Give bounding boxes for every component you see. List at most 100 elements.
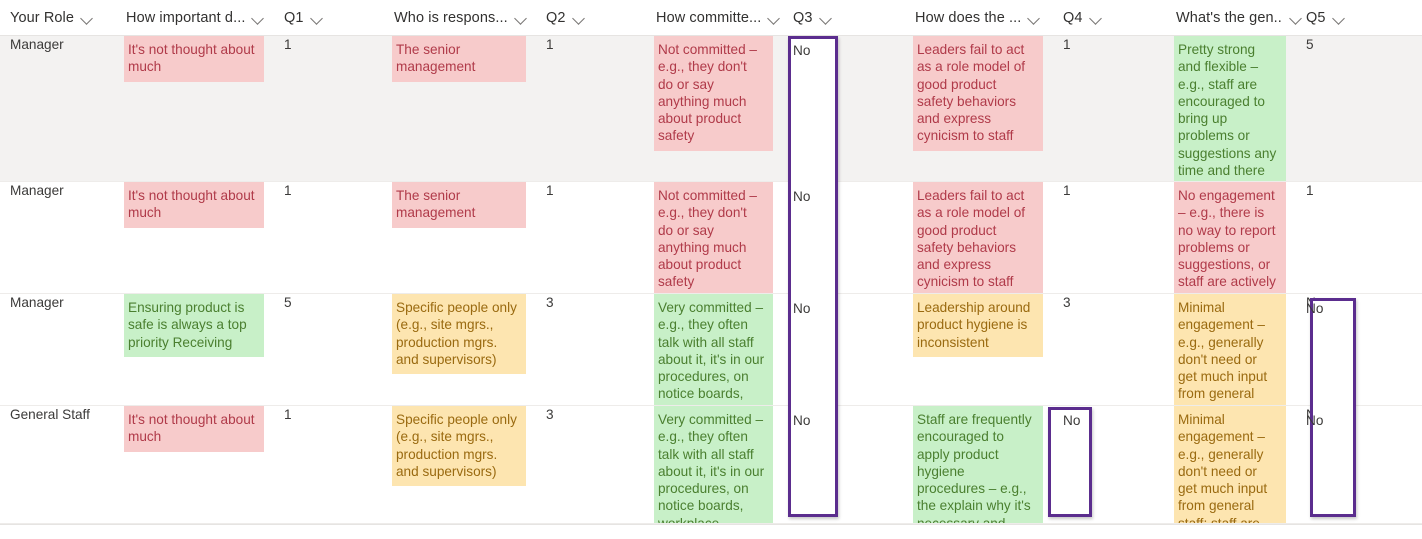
column-header-qE[interactable]: What's the gen...	[1172, 0, 1302, 35]
column-header-Q4[interactable]: Q4	[1059, 0, 1172, 35]
chevron-down-icon[interactable]	[820, 12, 832, 24]
table-row[interactable]: Manager Ensuring product is safe is alway…	[0, 294, 1422, 406]
cell-value: Manager	[10, 183, 64, 198]
cell-value: Leaders fail to act as a role model of g…	[913, 36, 1043, 151]
cell-qD[interactable]: Staff are frequently encouraged to apply…	[911, 406, 1059, 523]
cell-role[interactable]: Manager	[0, 294, 122, 405]
cell-qD[interactable]: Leaders fail to act as a role model of g…	[911, 36, 1059, 181]
column-header-Q1[interactable]: Q1	[280, 0, 390, 35]
cell-Q1[interactable]: 1	[280, 182, 390, 293]
cell-Q4[interactable]: 1	[1059, 36, 1172, 181]
cell-Q2[interactable]: 1	[542, 182, 652, 293]
cell-value: No	[793, 407, 811, 422]
cell-value: General Staff	[10, 407, 90, 422]
cell-value: Minimal engagement – e.g., generally don…	[1174, 406, 1286, 523]
cell-value: No	[793, 183, 811, 198]
cell-value: Not committed – e.g., they don't do or s…	[654, 182, 773, 293]
cell-value: No	[793, 295, 811, 310]
cell-value: No	[1306, 407, 1324, 422]
cell-Q1[interactable]: 1	[280, 406, 390, 523]
cell-value: Very committed – e.g., they often talk w…	[654, 294, 773, 405]
cell-value: 5	[284, 295, 292, 310]
cell-value: 5	[1306, 37, 1314, 52]
column-header-role[interactable]: Your Role	[0, 0, 122, 35]
cell-value: 1	[284, 183, 292, 198]
cell-value: 3	[546, 407, 554, 422]
cell-Q3[interactable]: No	[789, 406, 911, 523]
cell-value: No	[793, 37, 811, 52]
cell-qC[interactable]: Not committed – e.g., they don't do or s…	[652, 36, 789, 181]
column-header-Q3[interactable]: Q3	[789, 0, 911, 35]
column-header-Q2[interactable]: Q2	[542, 0, 652, 35]
cell-role[interactable]: Manager	[0, 36, 122, 181]
column-header-Q5[interactable]: Q5	[1302, 0, 1422, 35]
cell-qE[interactable]: Minimal engagement – e.g., generally don…	[1172, 294, 1302, 405]
column-header-label: How does the ...	[915, 9, 1022, 26]
cell-value: It's not thought about much	[124, 36, 264, 82]
cell-qC[interactable]: Very committed – e.g., they often talk w…	[652, 406, 789, 523]
chevron-down-icon[interactable]	[81, 12, 93, 24]
cell-Q4[interactable]: 3	[1059, 294, 1172, 405]
cell-Q1[interactable]: 5	[280, 294, 390, 405]
cell-value: 3	[1063, 295, 1071, 310]
cell-qE[interactable]: No engagement – e.g., there is no way to…	[1172, 182, 1302, 293]
cell-qB[interactable]: Specific people only (e.g., site mgrs., …	[390, 294, 542, 405]
column-header-qB[interactable]: Who is respons...	[390, 0, 542, 35]
cell-qE[interactable]: Pretty strong and flexible – e.g., staff…	[1172, 36, 1302, 181]
cell-qC[interactable]: Not committed – e.g., they don't do or s…	[652, 182, 789, 293]
cell-value: 1	[1063, 37, 1071, 52]
cell-value: Leadership around product hygiene is inc…	[913, 294, 1043, 357]
column-header-qD[interactable]: How does the ...	[911, 0, 1059, 35]
cell-Q3[interactable]: No	[789, 36, 911, 181]
chevron-down-icon[interactable]	[1028, 12, 1040, 24]
cell-value: Ensuring product is safe is always a top…	[124, 294, 264, 357]
cell-Q5[interactable]: 5	[1302, 36, 1422, 181]
cell-value: Specific people only (e.g., site mgrs., …	[392, 406, 526, 487]
cell-qA[interactable]: It's not thought about much	[122, 182, 280, 293]
cell-qE[interactable]: Minimal engagement – e.g., generally don…	[1172, 406, 1302, 523]
cell-role[interactable]: Manager	[0, 182, 122, 293]
cell-value: No	[1306, 295, 1324, 310]
chevron-down-icon[interactable]	[1290, 12, 1302, 24]
cell-Q2[interactable]: 3	[542, 294, 652, 405]
cell-qA[interactable]: It's not thought about much	[122, 36, 280, 181]
cell-qC[interactable]: Very committed – e.g., they often talk w…	[652, 294, 789, 405]
chevron-down-icon[interactable]	[252, 12, 264, 24]
cell-qA[interactable]: It's not thought about much	[122, 406, 280, 523]
cell-Q5[interactable]: No	[1302, 294, 1422, 405]
cell-Q1[interactable]: 1	[280, 36, 390, 181]
column-header-qC[interactable]: How committe...	[652, 0, 789, 35]
column-header-qA[interactable]: How important d...	[122, 0, 280, 35]
cell-Q5[interactable]: 1	[1302, 182, 1422, 293]
cell-qD[interactable]: Leaders fail to act as a role model of g…	[911, 182, 1059, 293]
cell-role[interactable]: General Staff	[0, 406, 122, 523]
cell-Q3[interactable]: No	[789, 294, 911, 405]
cell-Q4[interactable]: No	[1059, 406, 1172, 523]
column-header-label: Your Role	[10, 9, 75, 26]
chevron-down-icon[interactable]	[515, 12, 527, 24]
cell-Q2[interactable]: 1	[542, 36, 652, 181]
column-header-label: Q4	[1063, 9, 1083, 26]
cell-qA[interactable]: Ensuring product is safe is always a top…	[122, 294, 280, 405]
cell-qB[interactable]: Specific people only (e.g., site mgrs., …	[390, 406, 542, 523]
cell-value: Very committed – e.g., they often talk w…	[654, 406, 773, 523]
cell-value: Minimal engagement – e.g., generally don…	[1174, 294, 1286, 405]
chevron-down-icon[interactable]	[311, 12, 323, 24]
chevron-down-icon[interactable]	[1090, 12, 1102, 24]
cell-qD[interactable]: Leadership around product hygiene is inc…	[911, 294, 1059, 405]
cell-Q5[interactable]: No	[1302, 406, 1422, 523]
cell-Q4[interactable]: 1	[1059, 182, 1172, 293]
table-row[interactable]: General Staff It's not thought about much…	[0, 406, 1422, 524]
cell-value: Manager	[10, 295, 64, 310]
chevron-down-icon[interactable]	[1333, 12, 1345, 24]
chevron-down-icon[interactable]	[768, 12, 780, 24]
cell-qB[interactable]: The senior management	[390, 182, 542, 293]
cell-Q3[interactable]: No	[789, 182, 911, 293]
chevron-down-icon[interactable]	[573, 12, 585, 24]
column-header-label: Q3	[793, 9, 813, 26]
cell-Q2[interactable]: 3	[542, 406, 652, 523]
cell-qB[interactable]: The senior management	[390, 36, 542, 181]
